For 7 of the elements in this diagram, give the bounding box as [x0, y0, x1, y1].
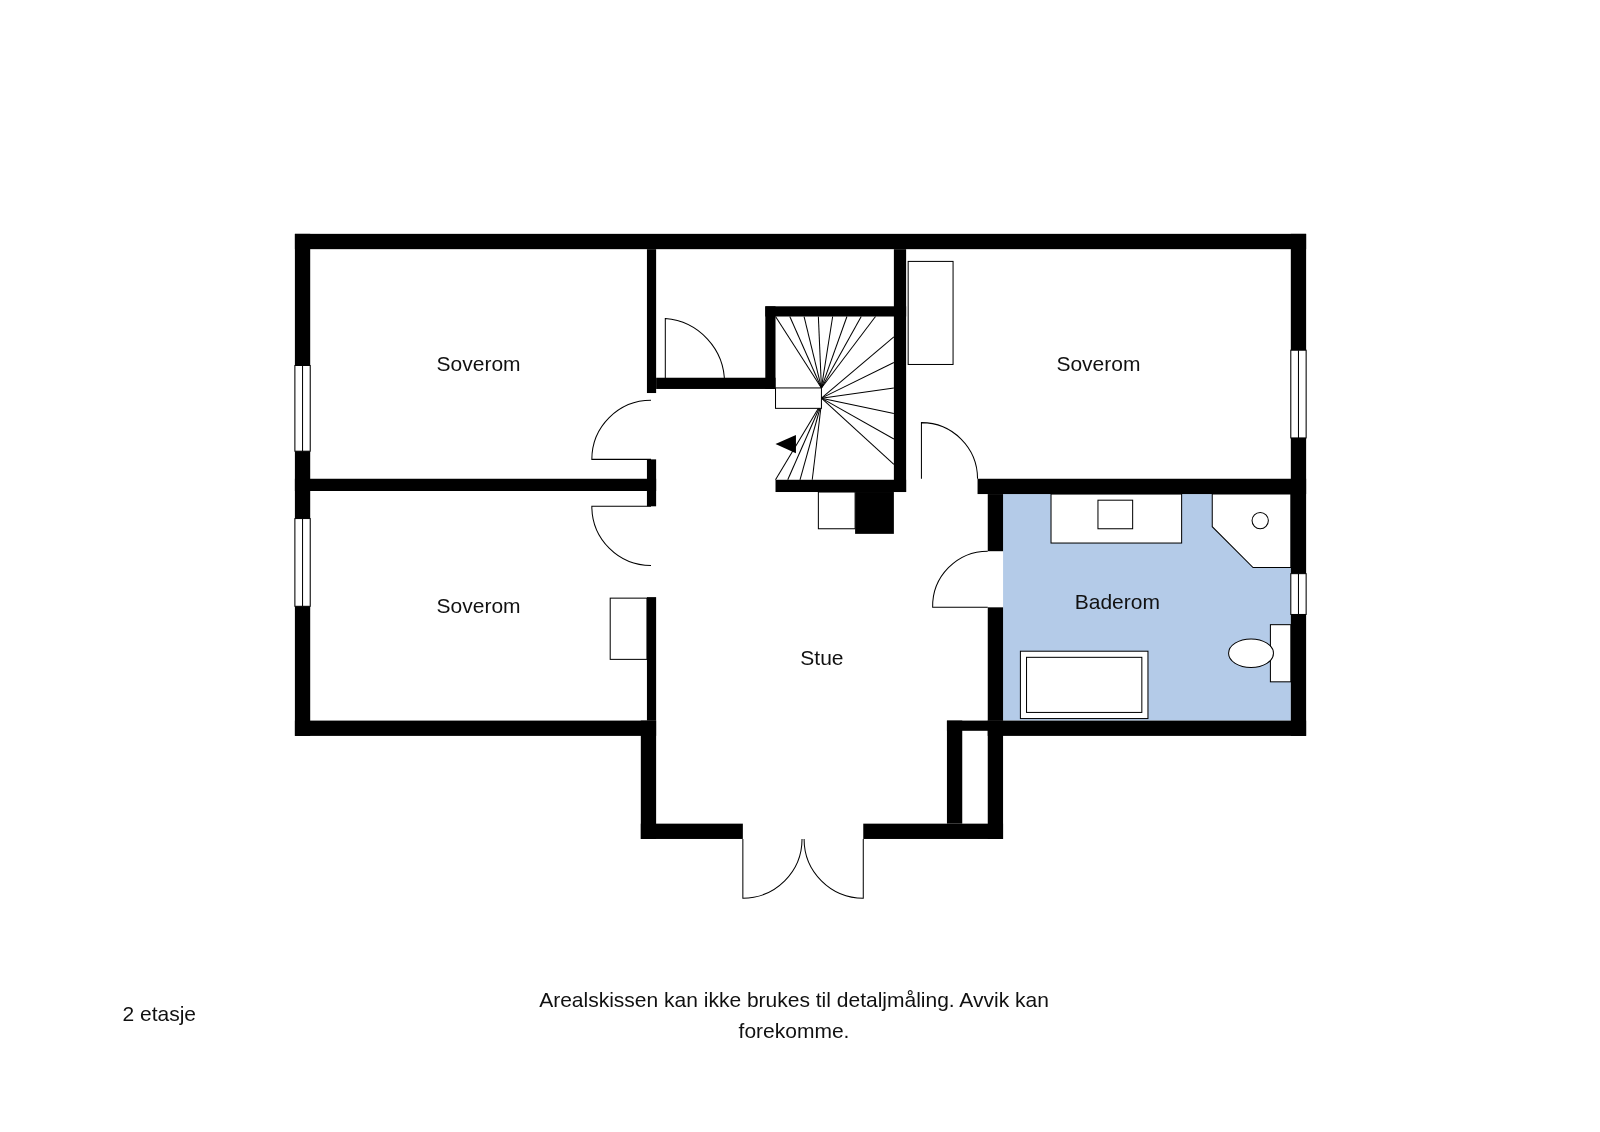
room-name: Baderom [1074, 590, 1160, 615]
floor-label: 2 etasje [122, 1002, 196, 1027]
room-name: Stue [800, 646, 844, 671]
room-name: Soverom [436, 351, 521, 376]
room-name: Soverom [1056, 351, 1141, 376]
room-name: Soverom [436, 593, 521, 618]
disclaimer-note: Arealskissen kan ikke brukes til detaljmåling. Avvik kan forekomme. [538, 987, 1050, 1044]
